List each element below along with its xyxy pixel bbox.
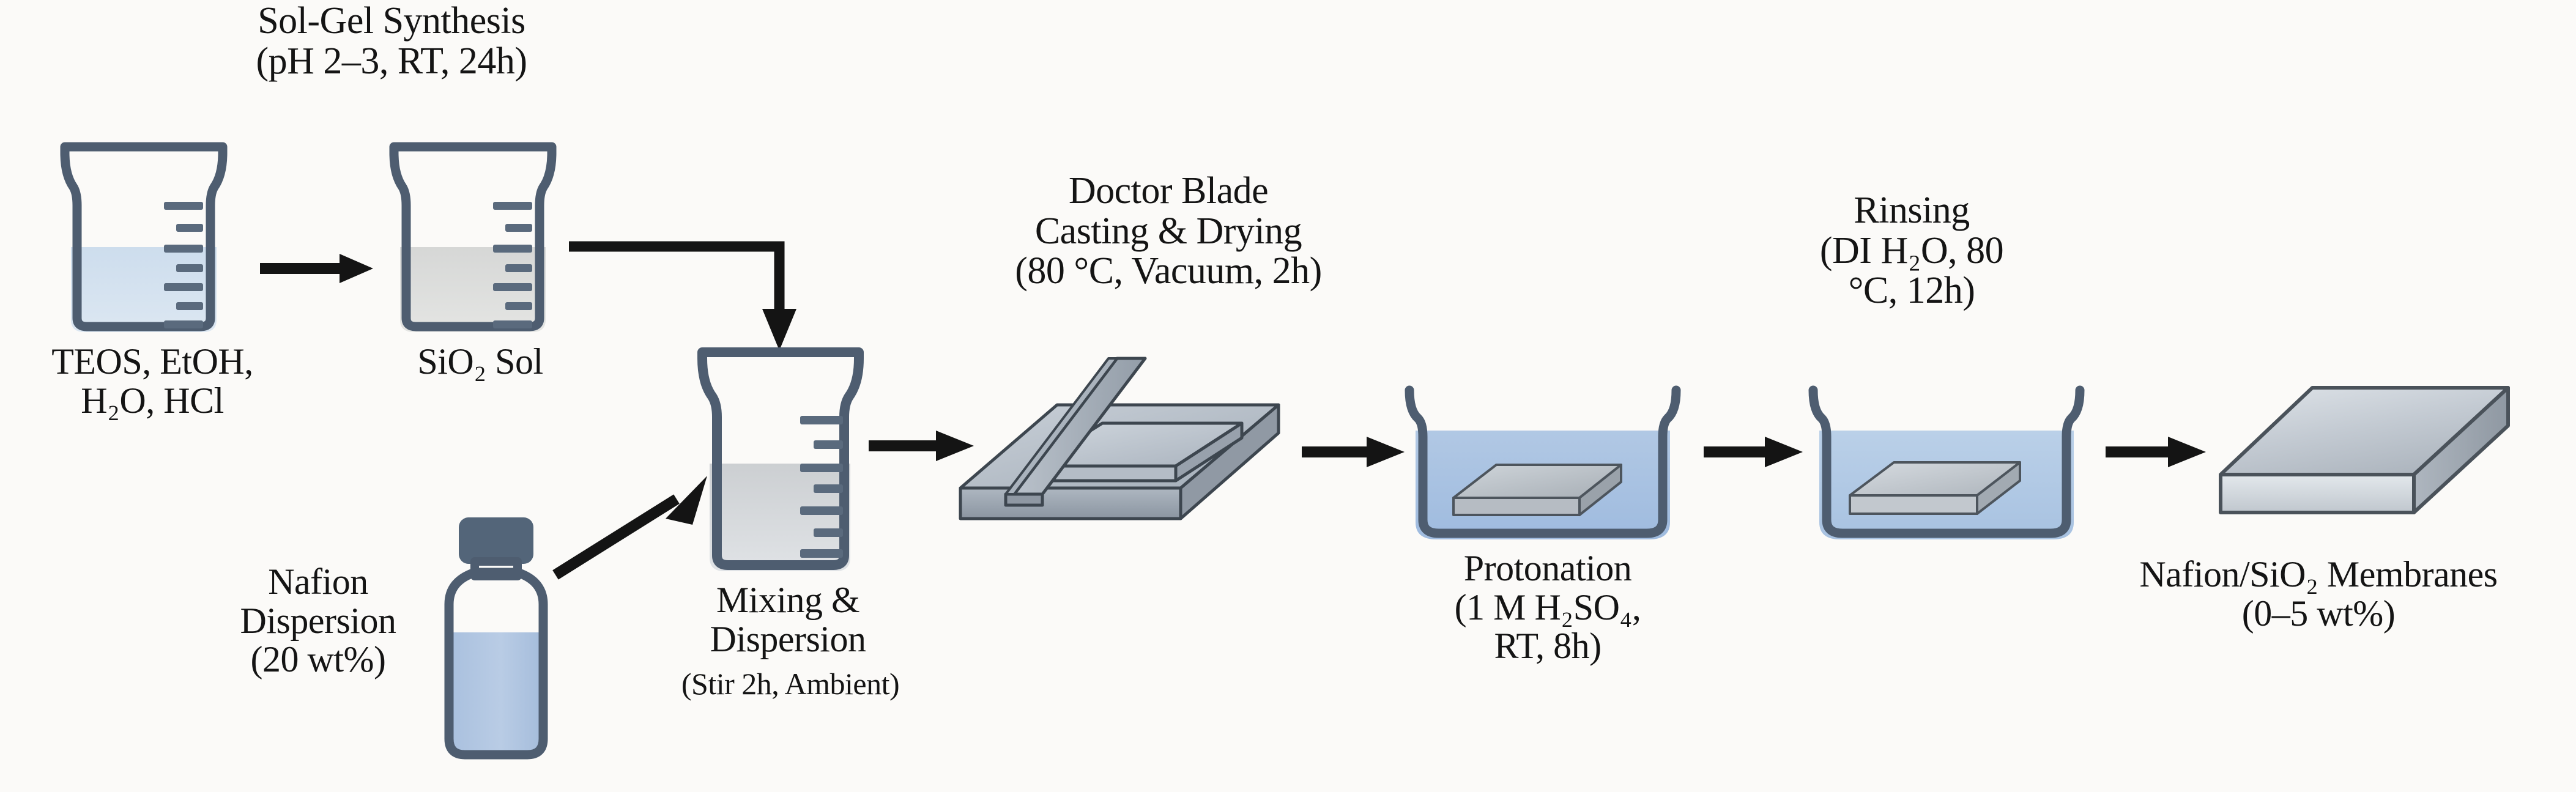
arrow-protonation-to-rinsing [1704,428,1820,477]
nafion-bottle [428,513,563,769]
mixing-beaker [685,344,893,582]
rinsing-bath [1805,384,2092,561]
arrow-precursor-to-sol [260,248,382,291]
arrow-rinsing-to-membrane [2106,428,2222,477]
arrow-blade-to-protonation [1302,428,1418,477]
heading-rinsing: Rinsing (DI H₂O, 80 °C, 12h) [1819,190,2004,312]
label-sio2-sol: SiO₂ Sol [417,341,543,382]
arrow-nafion-to-mixing [551,465,728,587]
heading-sol-gel-synthesis: Sol-Gel Synthesis (pH 2–3, RT, 24h) [256,0,527,82]
label-protonation: Protonation (1 M H₂SO₄, RT, 8h) [1454,548,1641,667]
arrow-mixing-to-blade [869,422,985,471]
label-precursors: TEOS, EtOH, H₂O, HCl [51,341,253,421]
label-nafion-dispersion: Nafion Dispersion (20 wt%) [240,561,396,680]
sio2-sol-beaker [378,139,586,341]
precursor-beaker [49,139,257,341]
protonation-bath [1401,384,1688,561]
membrane-slab-icon [2196,367,2539,538]
arrow-sol-to-mixing [569,241,814,376]
label-mixing-dispersion: Mixing & Dispersion [710,580,866,659]
doctor-blade-icon [936,355,1303,575]
heading-doctor-blade: Doctor Blade Casting & Drying (80 °C, Va… [1015,170,1322,292]
label-mixing-condition: (Stir 2h, Ambient) [681,667,900,701]
label-product: Nafion/SiO₂ Membranes (0–5 wt%) [2139,554,2498,634]
